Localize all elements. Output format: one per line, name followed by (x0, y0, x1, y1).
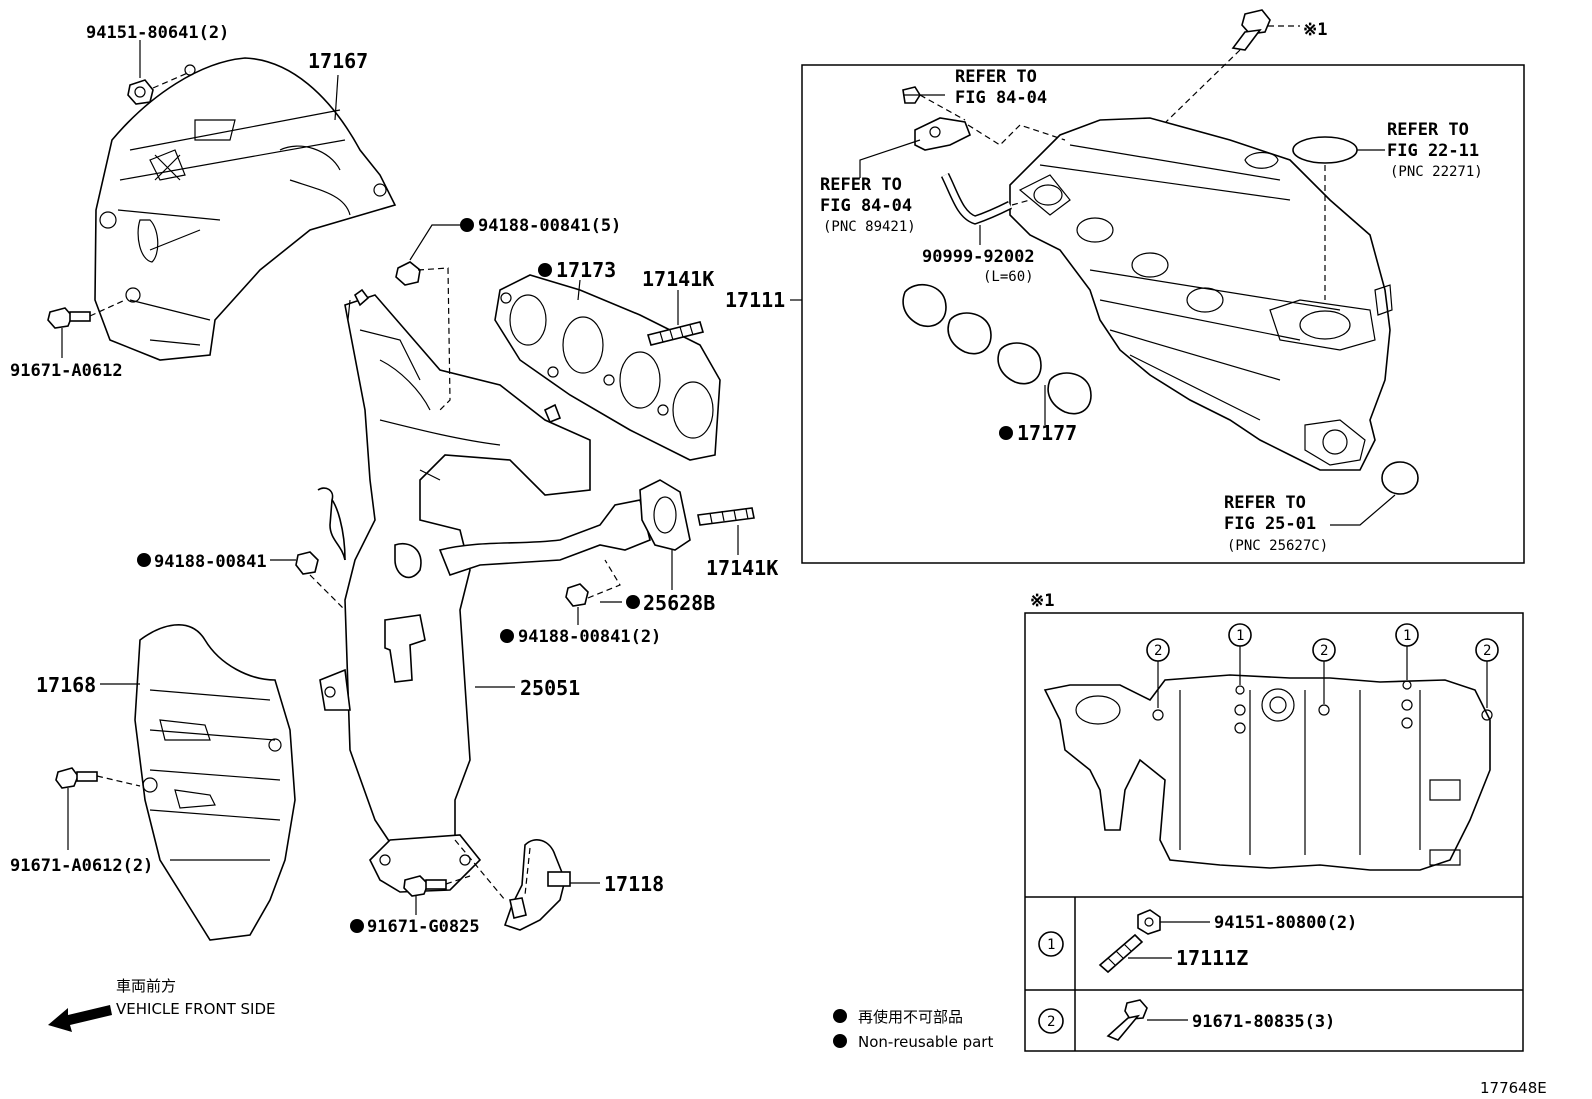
vehicle-front-jp: 車両前方 (116, 977, 176, 995)
heat-insulator-lower (134, 624, 296, 941)
label-refer-to-4c: (PNC 25627C) (1227, 538, 1328, 554)
bolt-91671-g0825 (403, 875, 471, 897)
stud-17111z (1098, 933, 1144, 974)
label-17173: 17173 (556, 258, 616, 282)
label-90999-92002: 90999-92002 (922, 247, 1035, 267)
label-94188-00841-2: 94188-00841(2) (518, 627, 661, 647)
label-refer-to-3c: (PNC 22271) (1390, 164, 1483, 180)
gasket-25628b (639, 479, 691, 551)
o-ring-25627c (1381, 461, 1419, 495)
nut-94188 (295, 551, 346, 611)
label-25051: 25051 (520, 676, 580, 700)
vsv-sensor (902, 86, 1066, 151)
hose-90999 (940, 172, 1031, 225)
label-17141k-upper: 17141K (642, 267, 714, 291)
label-refer-to-2c: (PNC 89421) (823, 219, 916, 235)
label-17118: 17118 (604, 872, 664, 896)
label-refer-to-3b: FIG 22-11 (1387, 141, 1479, 161)
callout-2b: 2 (1320, 643, 1328, 659)
stud-17141k-lower (697, 507, 755, 526)
intake-manifold-frame (801, 64, 1525, 564)
legend-dot-icon (833, 1009, 847, 1023)
label-91671-a0612: 91671-A0612 (10, 361, 123, 381)
callout-2-row: 2 (1047, 1014, 1055, 1030)
label-refer-to-4a: REFER TO (1224, 493, 1306, 513)
label-94151-80641: 94151-80641(2) (86, 23, 229, 43)
callout-1a: 1 (1236, 628, 1244, 644)
callouts (1038, 623, 1499, 1034)
callout-2a: 2 (1154, 643, 1162, 659)
label-17111: 17111 (725, 288, 785, 312)
label-17168: 17168 (36, 673, 96, 697)
label-refer-to-1a: REFER TO (955, 67, 1037, 87)
label-refer-to-1b: FIG 84-04 (955, 88, 1047, 108)
label-17177: 17177 (1017, 421, 1077, 445)
note1-frame (1024, 612, 1524, 1052)
legend-non-reusable-jp: 再使用不可部品 (858, 1008, 963, 1026)
label-17141k-lower: 17141K (706, 556, 778, 580)
nut-94188-5 (395, 261, 451, 411)
vehicle-front-arrow-icon (48, 1005, 112, 1032)
label-note1-top: ※1 (1303, 20, 1327, 40)
legend-non-reusable-en: Non-reusable part (858, 1033, 993, 1051)
label-91671-80835: 91671-80835(3) (1192, 1012, 1335, 1032)
label-17167: 17167 (308, 49, 368, 73)
callout-2c: 2 (1483, 643, 1491, 659)
nut-94151 (127, 71, 191, 105)
label-94151-80800: 94151-80800(2) (1214, 913, 1357, 933)
stud-17141k (646, 321, 705, 346)
label-17111z: 17111Z (1176, 946, 1248, 970)
label-94188-00841: 94188-00841 (154, 552, 267, 572)
intake-manifold-side-view (1043, 674, 1493, 871)
nut-94188-2 (565, 559, 621, 607)
vehicle-front-en: VEHICLE FRONT SIDE (116, 1000, 276, 1018)
bracket-17118 (454, 839, 571, 931)
label-note1-box: ※1 (1030, 591, 1054, 611)
label-91671-g0825: 91671-G0825 (367, 917, 480, 937)
gasket-17177 (902, 283, 1092, 415)
label-refer-to-2b: FIG 84-04 (820, 196, 912, 216)
intake-manifold (1009, 117, 1393, 471)
legend-dot-icon (833, 1034, 847, 1048)
bolt-91671-a0612-2 (55, 767, 141, 789)
label-l60: (L=60) (983, 269, 1034, 285)
callout-1-row: 1 (1047, 937, 1055, 953)
exhaust-manifold-converter (317, 288, 651, 893)
nut-94151-80800 (1137, 909, 1161, 935)
figure-code: 177648E (1480, 1079, 1547, 1097)
o-ring-22271 (1292, 136, 1358, 164)
callout-1b: 1 (1403, 628, 1411, 644)
bolt-91671-80835 (1106, 999, 1148, 1041)
label-refer-to-4b: FIG 25-01 (1224, 514, 1316, 534)
label-refer-to-2a: REFER TO (820, 175, 902, 195)
gasket-17173 (494, 274, 721, 461)
label-refer-to-3a: REFER TO (1387, 120, 1469, 140)
label-91671-a0612-2: 91671-A0612(2) (10, 856, 153, 876)
bolt-91671-a0612 (47, 299, 126, 329)
label-25628b: 25628B (643, 591, 715, 615)
heat-insulator-upper (94, 57, 397, 361)
label-94188-00841-5: 94188-00841(5) (478, 216, 621, 236)
